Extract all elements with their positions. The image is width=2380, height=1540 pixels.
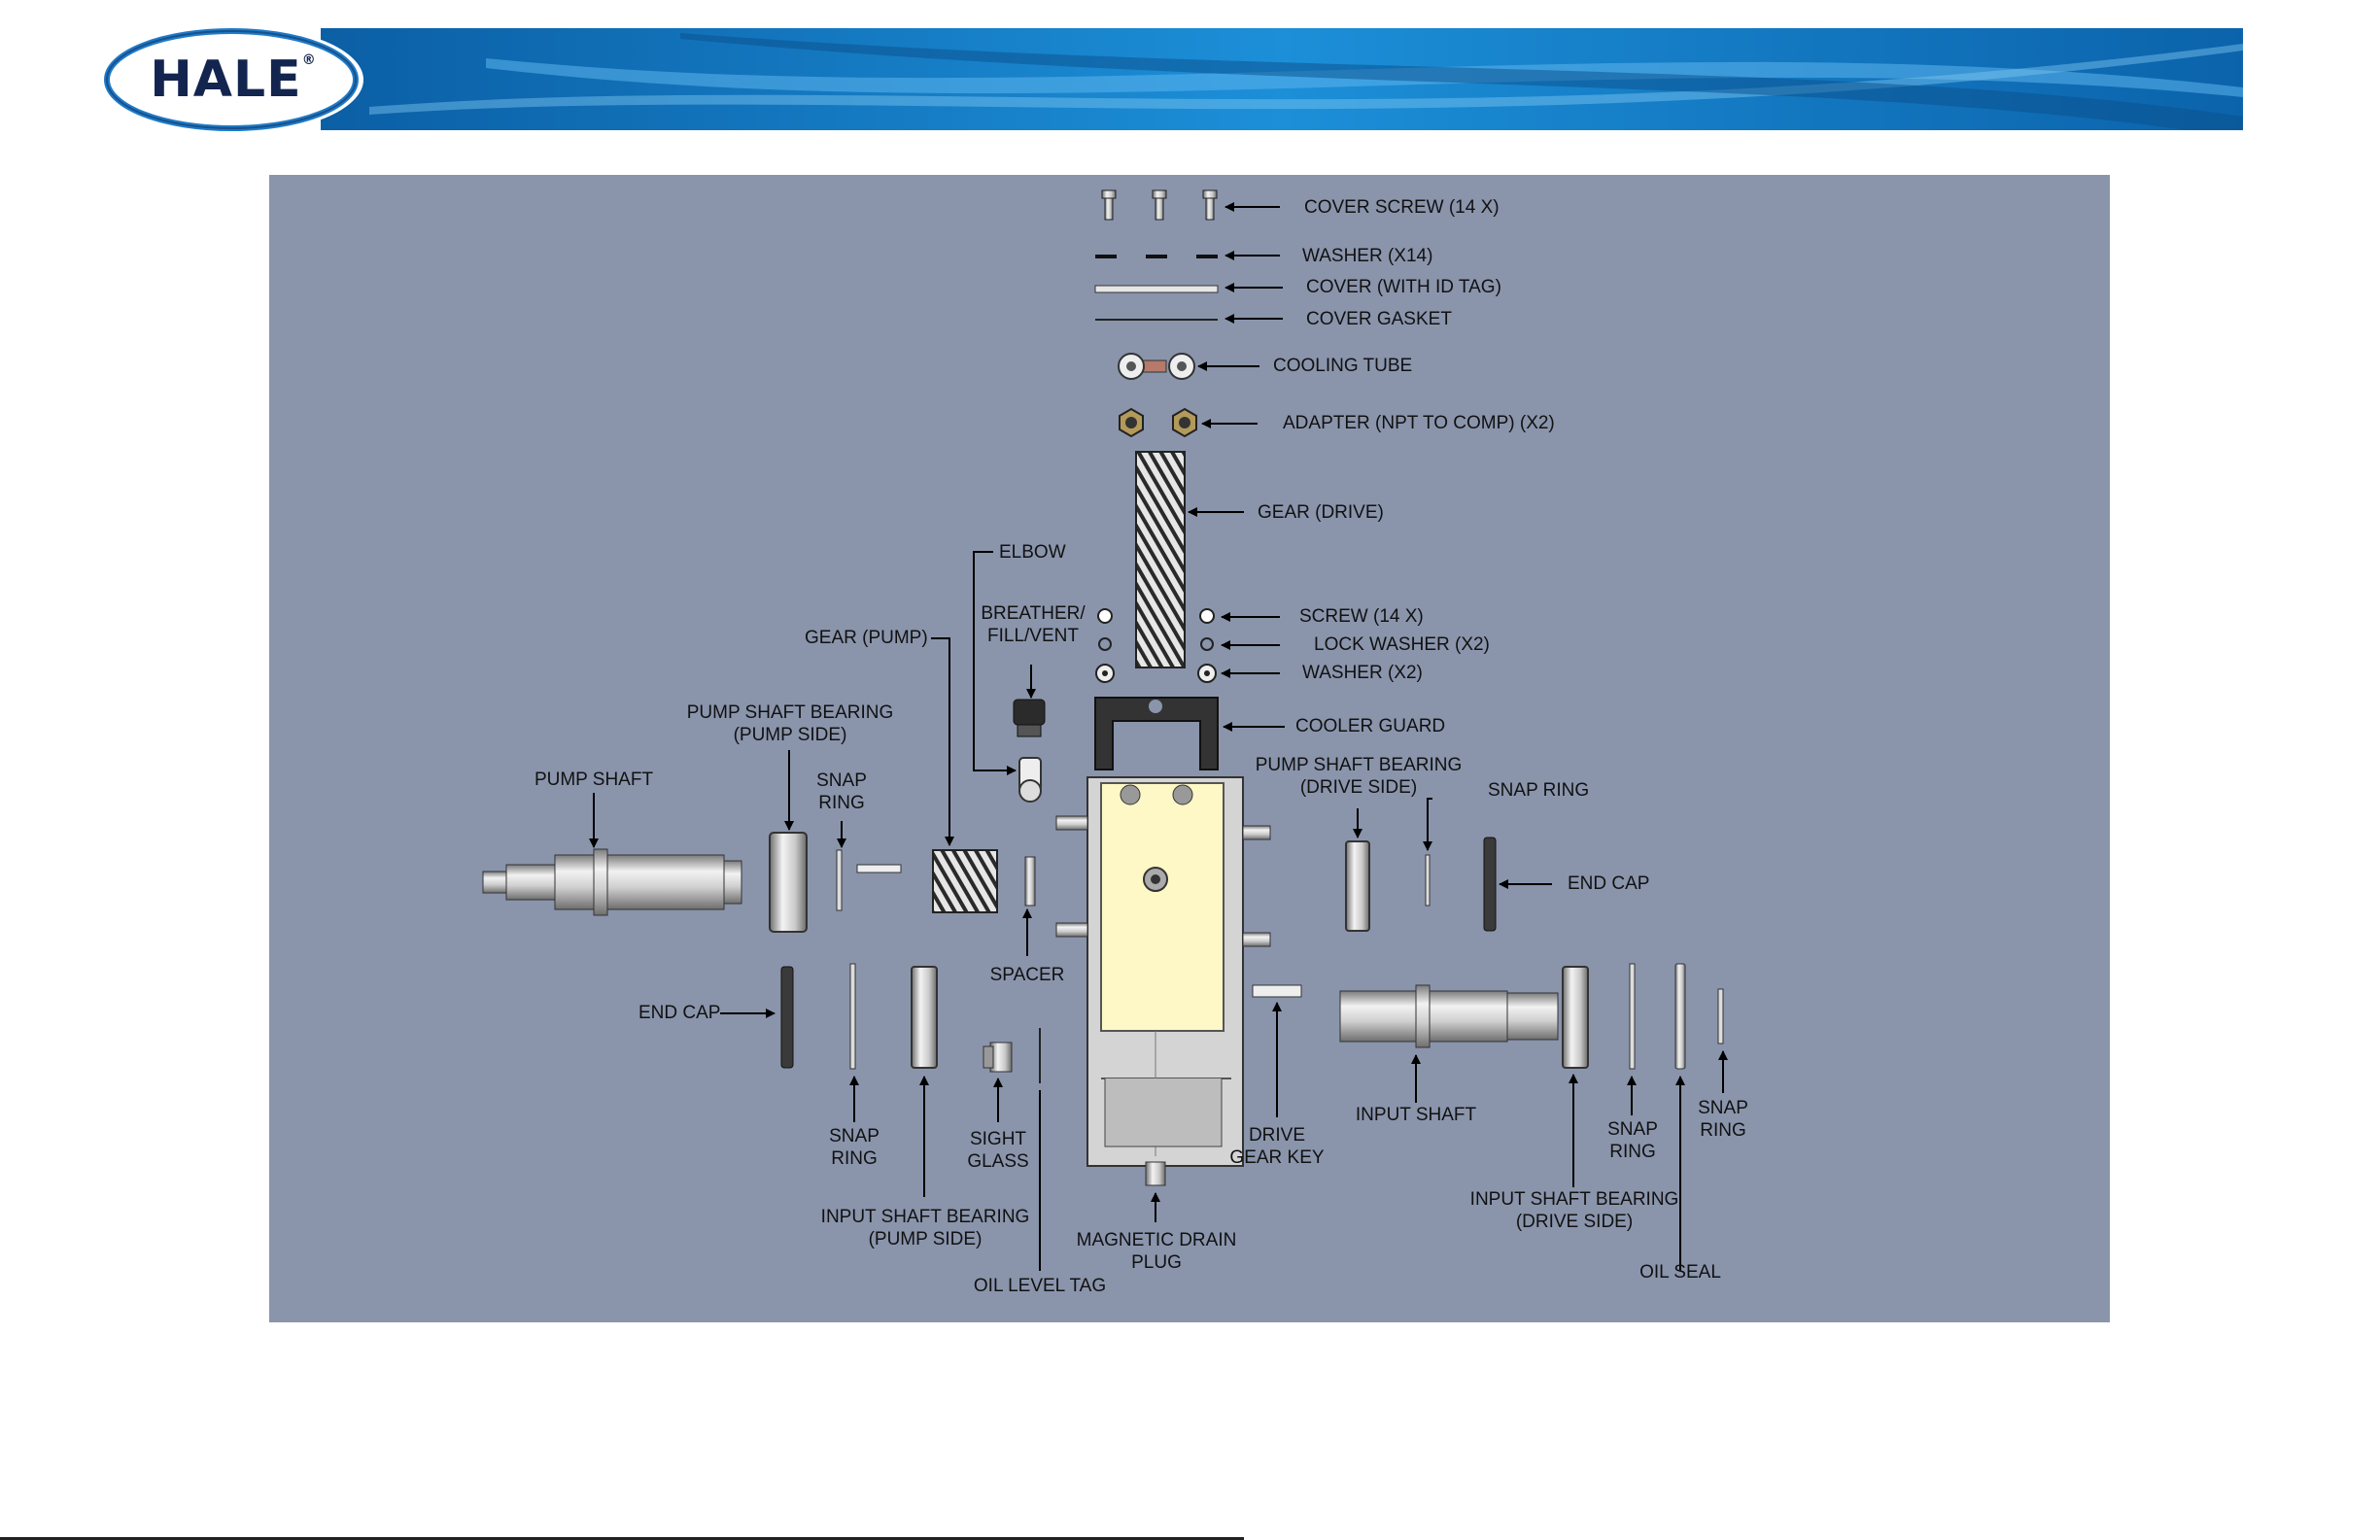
label-breather: BREATHER/FILL/VENT	[981, 602, 1085, 647]
screw-lockwasher-washer-icons	[1095, 608, 1217, 683]
label-cooling-tube: COOLING TUBE	[1273, 356, 1413, 376]
gear-drive-icon	[1135, 451, 1186, 668]
input-shaft-icon	[1339, 984, 1559, 1048]
label-pump-shaft-bearing-pump-side: PUMP SHAFT BEARING(PUMP SIDE)	[687, 702, 894, 746]
label-screw: SCREW (14 X)	[1299, 606, 1424, 627]
label-snap-ring-r2-line1: SNAP	[1698, 1098, 1748, 1118]
label-snap-ring-right: SNAP RING	[1488, 780, 1590, 801]
label-cover: COVER (WITH ID TAG)	[1306, 277, 1501, 297]
label-drive-gear-key-line1: DRIVE	[1248, 1125, 1306, 1146]
spacer-icon	[1024, 856, 1036, 907]
label-snap-ring-lower-line2: RING	[831, 1148, 878, 1169]
label-end-cap-right: END CAP	[1568, 873, 1650, 894]
snap-ring-r1-icon	[1629, 963, 1636, 1070]
cover-screw-icons	[1101, 189, 1218, 221]
label-snap-ring-pump-line1: SNAP	[816, 770, 867, 791]
label-isb-pump-line2: (PUMP SIDE)	[868, 1229, 983, 1249]
cooling-tube-icon	[1118, 353, 1195, 380]
label-snap-ring-pump-line2: RING	[818, 793, 865, 813]
label-breather-line1: BREATHER/	[981, 603, 1086, 624]
label-end-cap-left: END CAP	[638, 1003, 721, 1023]
label-drive-gear-key-line2: GEAR KEY	[1229, 1147, 1325, 1168]
label-lock-washer: LOCK WASHER (X2)	[1314, 634, 1490, 655]
label-isb-drive-line1: INPUT SHAFT BEARING	[1469, 1189, 1679, 1210]
hale-logo: HALE®	[146, 51, 321, 109]
elbow-icon	[1018, 757, 1042, 803]
snap-ring-r2-icon	[1717, 988, 1724, 1044]
label-input-shaft-bearing-pump-side: INPUT SHAFT BEARING(PUMP SIDE)	[821, 1206, 1030, 1250]
cover-icon	[1094, 285, 1219, 293]
label-magnetic-drain-line1: MAGNETIC DRAIN	[1076, 1230, 1237, 1250]
snap-ring-right-icon	[1425, 854, 1431, 907]
bottom-rule	[0, 1537, 1244, 1540]
label-oil-level-tag: OIL LEVEL TAG	[973, 1276, 1107, 1296]
breather-icon	[1013, 699, 1046, 737]
label-psb-drive-line2: (DRIVE SIDE)	[1299, 777, 1418, 798]
label-washer-x14: WASHER (X14)	[1302, 246, 1433, 266]
label-snap-ring-lower-line1: SNAP	[829, 1126, 880, 1146]
label-gear-drive: GEAR (DRIVE)	[1258, 502, 1384, 523]
input-shaft-bearing-pump-side-icon	[911, 966, 938, 1069]
magnetic-drain-plug-icon	[1145, 1161, 1166, 1186]
label-oil-seal: OIL SEAL	[1639, 1262, 1721, 1283]
label-psb-pump-line1: PUMP SHAFT BEARING	[686, 702, 894, 723]
label-cooler-guard: COOLER GUARD	[1295, 716, 1446, 736]
label-input-shaft: INPUT SHAFT	[1355, 1105, 1477, 1125]
sight-glass-icon	[983, 1042, 1013, 1073]
label-psb-drive-line1: PUMP SHAFT BEARING	[1255, 755, 1463, 775]
label-snap-ring-r2-line2: RING	[1700, 1120, 1746, 1141]
header-banner	[99, 25, 2243, 134]
label-gear-pump: GEAR (PUMP)	[805, 628, 928, 648]
label-breather-line2: FILL/VENT	[987, 626, 1079, 646]
label-spacer: SPACER	[989, 965, 1065, 985]
registered-mark: ®	[301, 52, 317, 68]
label-elbow: ELBOW	[999, 542, 1066, 563]
label-adapter: ADAPTER (NPT TO COMP) (X2)	[1283, 413, 1555, 433]
label-magnetic-drain-line2: PLUG	[1131, 1252, 1182, 1273]
label-cover-gasket: COVER GASKET	[1306, 309, 1452, 329]
label-washer-x2: WASHER (X2)	[1302, 663, 1423, 683]
label-psb-pump-line2: (PUMP SIDE)	[733, 725, 847, 745]
gearbox-housing-icon	[1055, 776, 1271, 1167]
input-shaft-bearing-drive-side-icon	[1562, 966, 1589, 1069]
pump-shaft-bearing-drive-side-icon	[1345, 840, 1370, 932]
label-sight-glass-line2: GLASS	[967, 1151, 1029, 1172]
label-input-shaft-bearing-drive-side: INPUT SHAFT BEARING(DRIVE SIDE)	[1470, 1188, 1679, 1233]
key-icon	[856, 864, 902, 873]
snap-ring-pump-icon	[836, 849, 843, 911]
logo-wordmark: HALE	[150, 51, 302, 109]
oil-seal-icon	[1674, 963, 1686, 1070]
exploded-parts-diagram: COVER SCREW (14 X) WASHER (X14) COVER (W…	[269, 175, 2110, 1322]
label-cover-screw: COVER SCREW (14 X)	[1304, 197, 1500, 218]
parts-drawing	[482, 189, 1728, 1271]
cooler-guard-icon	[1094, 697, 1219, 770]
label-snap-ring-r1-line1: SNAP	[1607, 1119, 1658, 1140]
end-cap-right-icon	[1483, 837, 1497, 932]
pump-shaft-icon	[482, 848, 742, 916]
label-sight-glass-line1: SIGHT	[969, 1129, 1027, 1149]
label-isb-pump-line1: INPUT SHAFT BEARING	[820, 1207, 1030, 1227]
label-pump-shaft: PUMP SHAFT	[534, 770, 654, 790]
snap-ring-lower-icon	[849, 963, 856, 1070]
gear-pump-icon	[932, 849, 998, 913]
adapter-icons	[1119, 407, 1197, 438]
drive-gear-key-icon	[1252, 984, 1302, 998]
label-pump-shaft-bearing-drive-side: PUMP SHAFT BEARING(DRIVE SIDE)	[1256, 754, 1463, 799]
pump-shaft-bearing-pump-side-icon	[769, 832, 808, 933]
leader-arrows	[589, 202, 1728, 1271]
label-snap-ring-r1-line2: RING	[1609, 1142, 1656, 1162]
end-cap-left-icon	[780, 966, 794, 1069]
label-isb-drive-line2: (DRIVE SIDE)	[1515, 1212, 1634, 1232]
